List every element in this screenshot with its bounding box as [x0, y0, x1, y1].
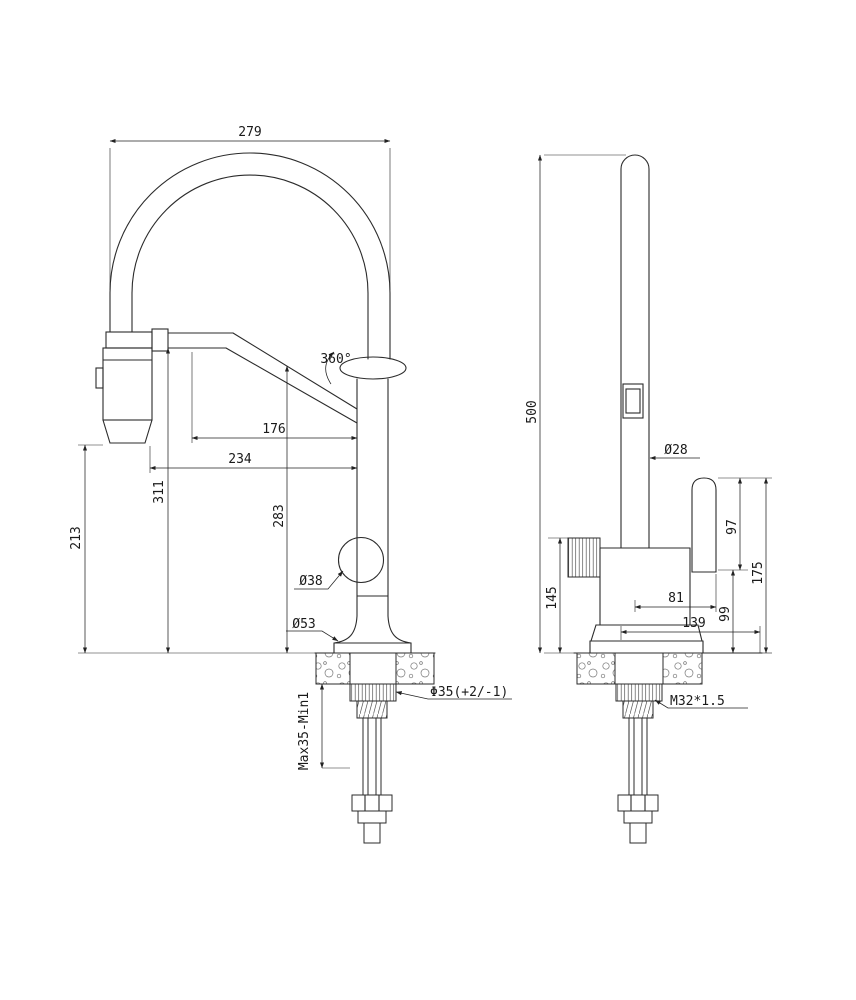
dim-spray-height: 213: [69, 526, 84, 549]
dim-body-diameter: Ø38: [299, 574, 322, 589]
dim-top-width: 279: [238, 125, 261, 140]
dim-deck-range: Max35-Min1: [297, 692, 312, 770]
handle-lever: [691, 477, 717, 573]
front-dimensions: 279 360° 176 234 311 213 283 Ø38 Ø53 Φ35…: [69, 125, 512, 770]
swivel-flange: [339, 356, 407, 380]
rotation-arrow-icon: [325, 351, 335, 385]
dim-reach-inner: 176: [262, 422, 285, 437]
dim-depth: 139: [682, 616, 705, 631]
dim-swivel-angle: 360°: [320, 352, 351, 367]
front-view: 279 360° 176 234 311 213 283 Ø38 Ø53 Φ35…: [69, 125, 512, 844]
countertop-front: [314, 652, 436, 685]
spray-head: [95, 328, 169, 444]
side-column: [620, 154, 650, 549]
side-body: [589, 547, 704, 654]
countertop-side: [573, 652, 763, 685]
dim-shank-thread: M32*1.5: [670, 694, 725, 709]
dim-spout-diameter: Ø28: [664, 443, 687, 458]
dim-handle-pivot-height: 99: [718, 606, 733, 622]
side-dimensions: 500 Ø28 145 97 175 99 81 139 M32: [525, 154, 772, 709]
base-flare-front: [333, 615, 412, 654]
dim-base-diameter: Ø53: [292, 617, 315, 632]
shank-front: [349, 683, 397, 844]
dim-handle-top-height: 175: [751, 561, 766, 584]
dim-reach-outer: 234: [228, 452, 252, 467]
dim-handle-length: 97: [725, 519, 740, 535]
knurled-holder: [567, 537, 601, 578]
dim-holder-height: 311: [152, 480, 167, 503]
handle-knob-front: [337, 536, 385, 584]
spout-column: [356, 378, 389, 617]
dim-body-height: 145: [545, 586, 560, 609]
dim-hole-diameter: Φ35(+2/-1): [430, 685, 508, 700]
dim-total-height: 500: [525, 400, 540, 423]
aerator-window: [622, 383, 644, 419]
hose-arc: [109, 152, 391, 360]
dim-handle-offset: 81: [668, 591, 684, 606]
shank-side: [615, 683, 663, 844]
dim-spout-height: 283: [272, 504, 287, 527]
holder-arm: [167, 332, 358, 424]
side-view: 500 Ø28 145 97 175 99 81 139 M32: [525, 154, 772, 844]
